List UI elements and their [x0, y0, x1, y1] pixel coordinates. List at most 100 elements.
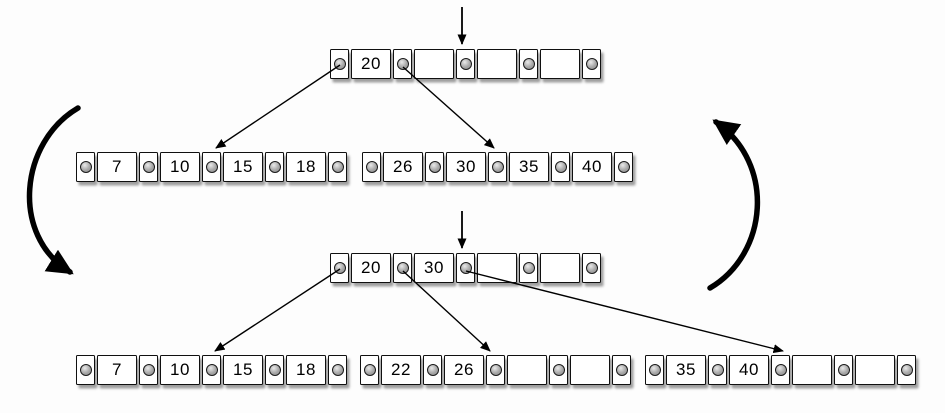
pointer-cell [139, 355, 158, 385]
key-cell [477, 253, 517, 283]
pointer-cell [362, 152, 381, 182]
key-cell: 22 [381, 355, 421, 385]
node-leaf-after-right: 35 40 [645, 355, 916, 385]
pointer-cell [360, 355, 379, 385]
pointer-cell [330, 49, 349, 79]
pointer-cell [582, 253, 601, 283]
pointer-cell [486, 355, 505, 385]
pointer-dot-icon [331, 364, 344, 376]
key-cell: 10 [160, 355, 200, 385]
child-link-after-middle [402, 270, 491, 352]
child-link-before-left [215, 64, 341, 149]
pointer-dot-icon [459, 58, 472, 70]
child-link-after-right [465, 270, 784, 354]
pointer-cell [897, 355, 916, 385]
key-cell [507, 355, 547, 385]
key-cell: 15 [223, 152, 263, 182]
key-cell: 20 [351, 49, 391, 79]
key-cell: 18 [286, 152, 326, 182]
pointer-cell [708, 355, 727, 385]
pointer-dot-icon [333, 262, 346, 274]
pointer-dot-icon [617, 161, 630, 173]
key-cell [792, 355, 832, 385]
pointer-cell [393, 253, 412, 283]
key-cell [540, 49, 580, 79]
pointer-dot-icon [552, 364, 565, 376]
pointer-dot-icon [648, 364, 661, 376]
pointer-dot-icon [522, 262, 535, 274]
node-leaf-after-middle: 22 26 [360, 355, 631, 385]
pointer-cell [519, 253, 538, 283]
pointer-dot-icon [491, 161, 504, 173]
pointer-dot-icon [363, 364, 376, 376]
pointer-dot-icon [268, 364, 281, 376]
pointer-dot-icon [459, 262, 472, 274]
pointer-dot-icon [900, 364, 913, 376]
pointer-dot-icon [711, 364, 724, 376]
key-cell: 40 [572, 152, 612, 182]
key-cell: 26 [444, 355, 484, 385]
pointer-dot-icon [79, 161, 92, 173]
pointer-dot-icon [428, 161, 441, 173]
key-cell: 7 [97, 152, 137, 182]
pointer-cell [612, 355, 631, 385]
pointer-cell [265, 152, 284, 182]
key-cell: 10 [160, 152, 200, 182]
key-cell: 18 [286, 355, 326, 385]
pointer-dot-icon [396, 58, 409, 70]
pointer-cell [834, 355, 853, 385]
pointer-dot-icon [268, 161, 281, 173]
key-cell: 40 [729, 355, 769, 385]
pointer-cell [771, 355, 790, 385]
node-leaf-before-left: 7 10 15 18 [76, 152, 347, 182]
key-cell [540, 253, 580, 283]
child-link-before-right [402, 66, 495, 149]
pointer-cell [645, 355, 664, 385]
pointer-cell [456, 253, 475, 283]
pointer-dot-icon [142, 364, 155, 376]
key-cell [855, 355, 895, 385]
key-cell: 30 [446, 152, 486, 182]
pointer-dot-icon [331, 161, 344, 173]
key-cell: 15 [223, 355, 263, 385]
pointer-cell [519, 49, 538, 79]
pointer-cell [328, 152, 347, 182]
node-root-before: 20 [330, 49, 601, 79]
pointer-cell [76, 152, 95, 182]
key-cell: 20 [351, 253, 391, 283]
pointer-dot-icon [522, 58, 535, 70]
pointer-dot-icon [774, 364, 787, 376]
key-cell: 35 [509, 152, 549, 182]
pointer-cell [549, 355, 568, 385]
pointer-cell [202, 355, 221, 385]
node-leaf-before-right: 26 30 35 40 [362, 152, 633, 182]
key-cell: 30 [414, 253, 454, 283]
pointer-dot-icon [205, 161, 218, 173]
pointer-dot-icon [615, 364, 628, 376]
cycle-arrow-right-icon [707, 119, 760, 291]
pointer-cell [425, 152, 444, 182]
pointer-dot-icon [837, 364, 850, 376]
key-cell [414, 49, 454, 79]
key-cell: 26 [383, 152, 423, 182]
child-link-after-left [214, 268, 341, 352]
pointer-cell [202, 152, 221, 182]
pointer-dot-icon [333, 58, 346, 70]
pointer-cell [328, 355, 347, 385]
key-cell [570, 355, 610, 385]
pointer-dot-icon [205, 364, 218, 376]
pointer-cell [456, 49, 475, 79]
pointer-cell [139, 152, 158, 182]
pointer-cell [551, 152, 570, 182]
key-cell [477, 49, 517, 79]
pointer-dot-icon [489, 364, 502, 376]
pointer-dot-icon [554, 161, 567, 173]
pointer-dot-icon [585, 262, 598, 274]
pointer-dot-icon [365, 161, 378, 173]
pointer-cell [393, 49, 412, 79]
key-cell: 35 [666, 355, 706, 385]
pointer-cell [488, 152, 507, 182]
